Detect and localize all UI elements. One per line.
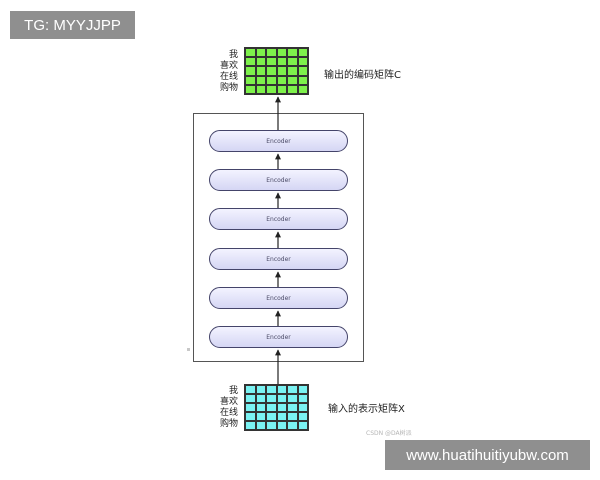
input-matrix-cell (266, 394, 277, 403)
input-matrix-cell (255, 394, 266, 403)
output-matrix-cell (245, 48, 256, 58)
input-matrix-cell (255, 421, 266, 430)
input-matrix-cell (245, 421, 256, 430)
output-matrix-cell (266, 48, 277, 58)
input-matrix-cell (287, 403, 298, 412)
encoder-block-6: Encoder (209, 130, 348, 152)
input-matrix-cell (276, 412, 287, 421)
input-matrix-cell (245, 412, 256, 421)
output-matrix-cell (245, 84, 256, 94)
input-matrix-cell (276, 385, 287, 394)
encoder-block-1: Encoder (209, 326, 348, 348)
output-word-list: 我 喜欢 在线 购物 (208, 50, 238, 94)
input-matrix-cell (255, 403, 266, 412)
output-matrix-cell (255, 66, 266, 76)
output-matrix-cell (245, 75, 256, 85)
output-word: 购物 (219, 83, 238, 93)
input-word: 购物 (219, 419, 238, 429)
output-matrix-cell (266, 66, 277, 76)
output-matrix-cell (287, 84, 298, 94)
encoder-block-5: Encoder (209, 169, 348, 191)
output-matrix-cell (266, 57, 277, 67)
output-matrix-cell (276, 75, 287, 85)
decorative-tick (187, 348, 190, 351)
output-matrix-cell (266, 75, 277, 85)
input-matrix-cell (287, 412, 298, 421)
input-matrix-cell (297, 412, 308, 421)
input-matrix-label: 输入的表示矩阵X (328, 404, 405, 415)
output-matrix-cell (266, 84, 277, 94)
output-matrix-cell (255, 48, 266, 58)
output-matrix-cell (276, 66, 287, 76)
output-matrix-cell (276, 48, 287, 58)
input-word-list: 我 喜欢 在线 购物 (208, 386, 238, 430)
input-matrix-cell (255, 412, 266, 421)
output-matrix-cell (245, 66, 256, 76)
output-matrix-cell (255, 75, 266, 85)
input-word: 我 (228, 386, 238, 396)
input-matrix-cell (266, 412, 277, 421)
input-matrix-cell (245, 385, 256, 394)
input-matrix-cell (276, 394, 287, 403)
encoder-block-3: Encoder (209, 248, 348, 270)
output-word: 在线 (219, 72, 238, 82)
output-matrix-cell (297, 66, 308, 76)
input-matrix-cell (297, 394, 308, 403)
input-matrix-cell (266, 421, 277, 430)
watermark-domain: www.huatihuitiyubw.com (385, 440, 590, 470)
input-matrix-cell (276, 403, 287, 412)
input-word: 喜欢 (219, 397, 238, 407)
output-matrix-cell (287, 48, 298, 58)
input-matrix-cell (287, 385, 298, 394)
csdn-credit: CSDN @DA树派 (366, 430, 412, 437)
output-matrix-cell (276, 84, 287, 94)
input-matrix-cell (276, 421, 287, 430)
input-matrix-cell (297, 421, 308, 430)
output-matrix-cell (245, 57, 256, 67)
output-word: 我 (228, 50, 238, 60)
output-matrix-grid (244, 47, 309, 95)
watermark-tag: TG: MYYJJPP (10, 11, 135, 39)
encoder-block-4: Encoder (209, 208, 348, 230)
output-matrix-cell (287, 57, 298, 67)
output-matrix-label: 输出的编码矩阵C (324, 70, 401, 81)
output-matrix-cell (297, 84, 308, 94)
output-matrix-cell (276, 57, 287, 67)
input-matrix-cell (245, 394, 256, 403)
input-matrix-cell (245, 403, 256, 412)
input-word: 在线 (219, 408, 238, 418)
input-matrix-cell (266, 385, 277, 394)
input-matrix-cell (255, 385, 266, 394)
input-matrix-cell (297, 403, 308, 412)
output-matrix-cell (255, 84, 266, 94)
encoder-block-2: Encoder (209, 287, 348, 309)
output-matrix-cell (297, 75, 308, 85)
output-matrix-cell (287, 66, 298, 76)
output-matrix-cell (297, 48, 308, 58)
input-matrix-cell (297, 385, 308, 394)
input-matrix-cell (287, 421, 298, 430)
output-matrix-cell (297, 57, 308, 67)
input-matrix-grid (244, 384, 309, 431)
output-matrix-cell (255, 57, 266, 67)
input-matrix-cell (266, 403, 277, 412)
output-word: 喜欢 (219, 61, 238, 71)
output-matrix-cell (287, 75, 298, 85)
input-matrix-cell (287, 394, 298, 403)
